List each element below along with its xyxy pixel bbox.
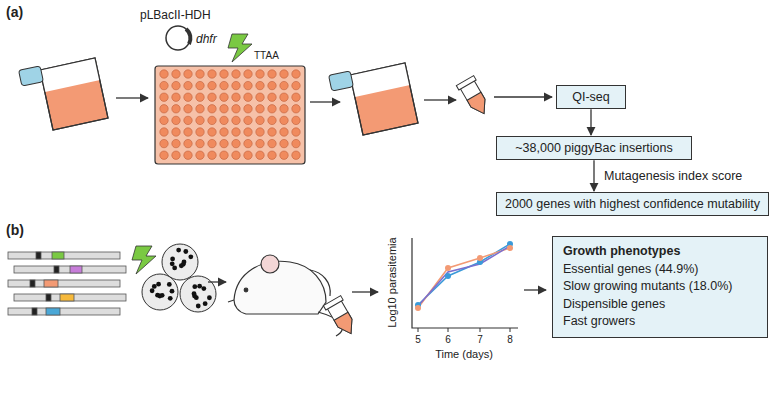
mouse: [228, 255, 342, 336]
box-text: Fast growers: [563, 313, 757, 331]
sample-tube: [456, 76, 492, 119]
flow-arrow: [116, 97, 552, 102]
phenotype-box: Growth phenotypesEssential genes (44.9%)…: [552, 236, 768, 338]
plasmid-name: pLBacII-HDH: [140, 8, 211, 22]
process-box: 2000 genes with highest confidence mutab…: [496, 192, 769, 216]
gene-models: [8, 252, 126, 315]
site-label: TTAA: [254, 50, 279, 62]
well-plate: [155, 66, 305, 164]
growth-chart: [412, 238, 518, 332]
axis-title: Time (days): [435, 348, 493, 361]
parasite-cells: [142, 244, 216, 312]
flow-arrow: [593, 160, 594, 191]
culture-flask: [329, 63, 418, 135]
box-text: 2000 genes with highest confidence mutab…: [505, 196, 760, 212]
flow-arrow: [590, 109, 591, 135]
electroporation-bolt: [228, 34, 252, 62]
panel-label: (b): [6, 222, 24, 239]
tick-label: 5: [415, 334, 421, 346]
edge-label: Mutagenesis index score: [602, 169, 744, 183]
box-heading: Growth phenotypes: [563, 243, 757, 261]
gene-name: dhfr: [196, 32, 217, 46]
process-box: QI-seq: [556, 85, 626, 109]
tick-label: 7: [477, 334, 483, 346]
electroporation-bolt: [132, 246, 156, 274]
axis-title: Log10 parasitemia: [385, 238, 398, 329]
box-text: QI-seq: [565, 89, 617, 105]
sample-tube: [323, 296, 359, 339]
tick-label: 8: [507, 334, 513, 346]
culture-flask: [19, 58, 108, 130]
panel-label: (a): [6, 4, 23, 21]
box-text: ~38,000 piggyBac insertions: [505, 140, 683, 156]
plasmid: [166, 26, 190, 50]
box-text: Slow growing mutants (18.0%): [563, 278, 757, 296]
tick-label: 6: [445, 334, 451, 346]
process-box: ~38,000 piggyBac insertions: [496, 136, 692, 160]
box-text: Essential genes (44.9%): [563, 261, 757, 279]
box-text: Dispensible genes: [563, 296, 757, 314]
flow-arrow: [208, 282, 546, 292]
